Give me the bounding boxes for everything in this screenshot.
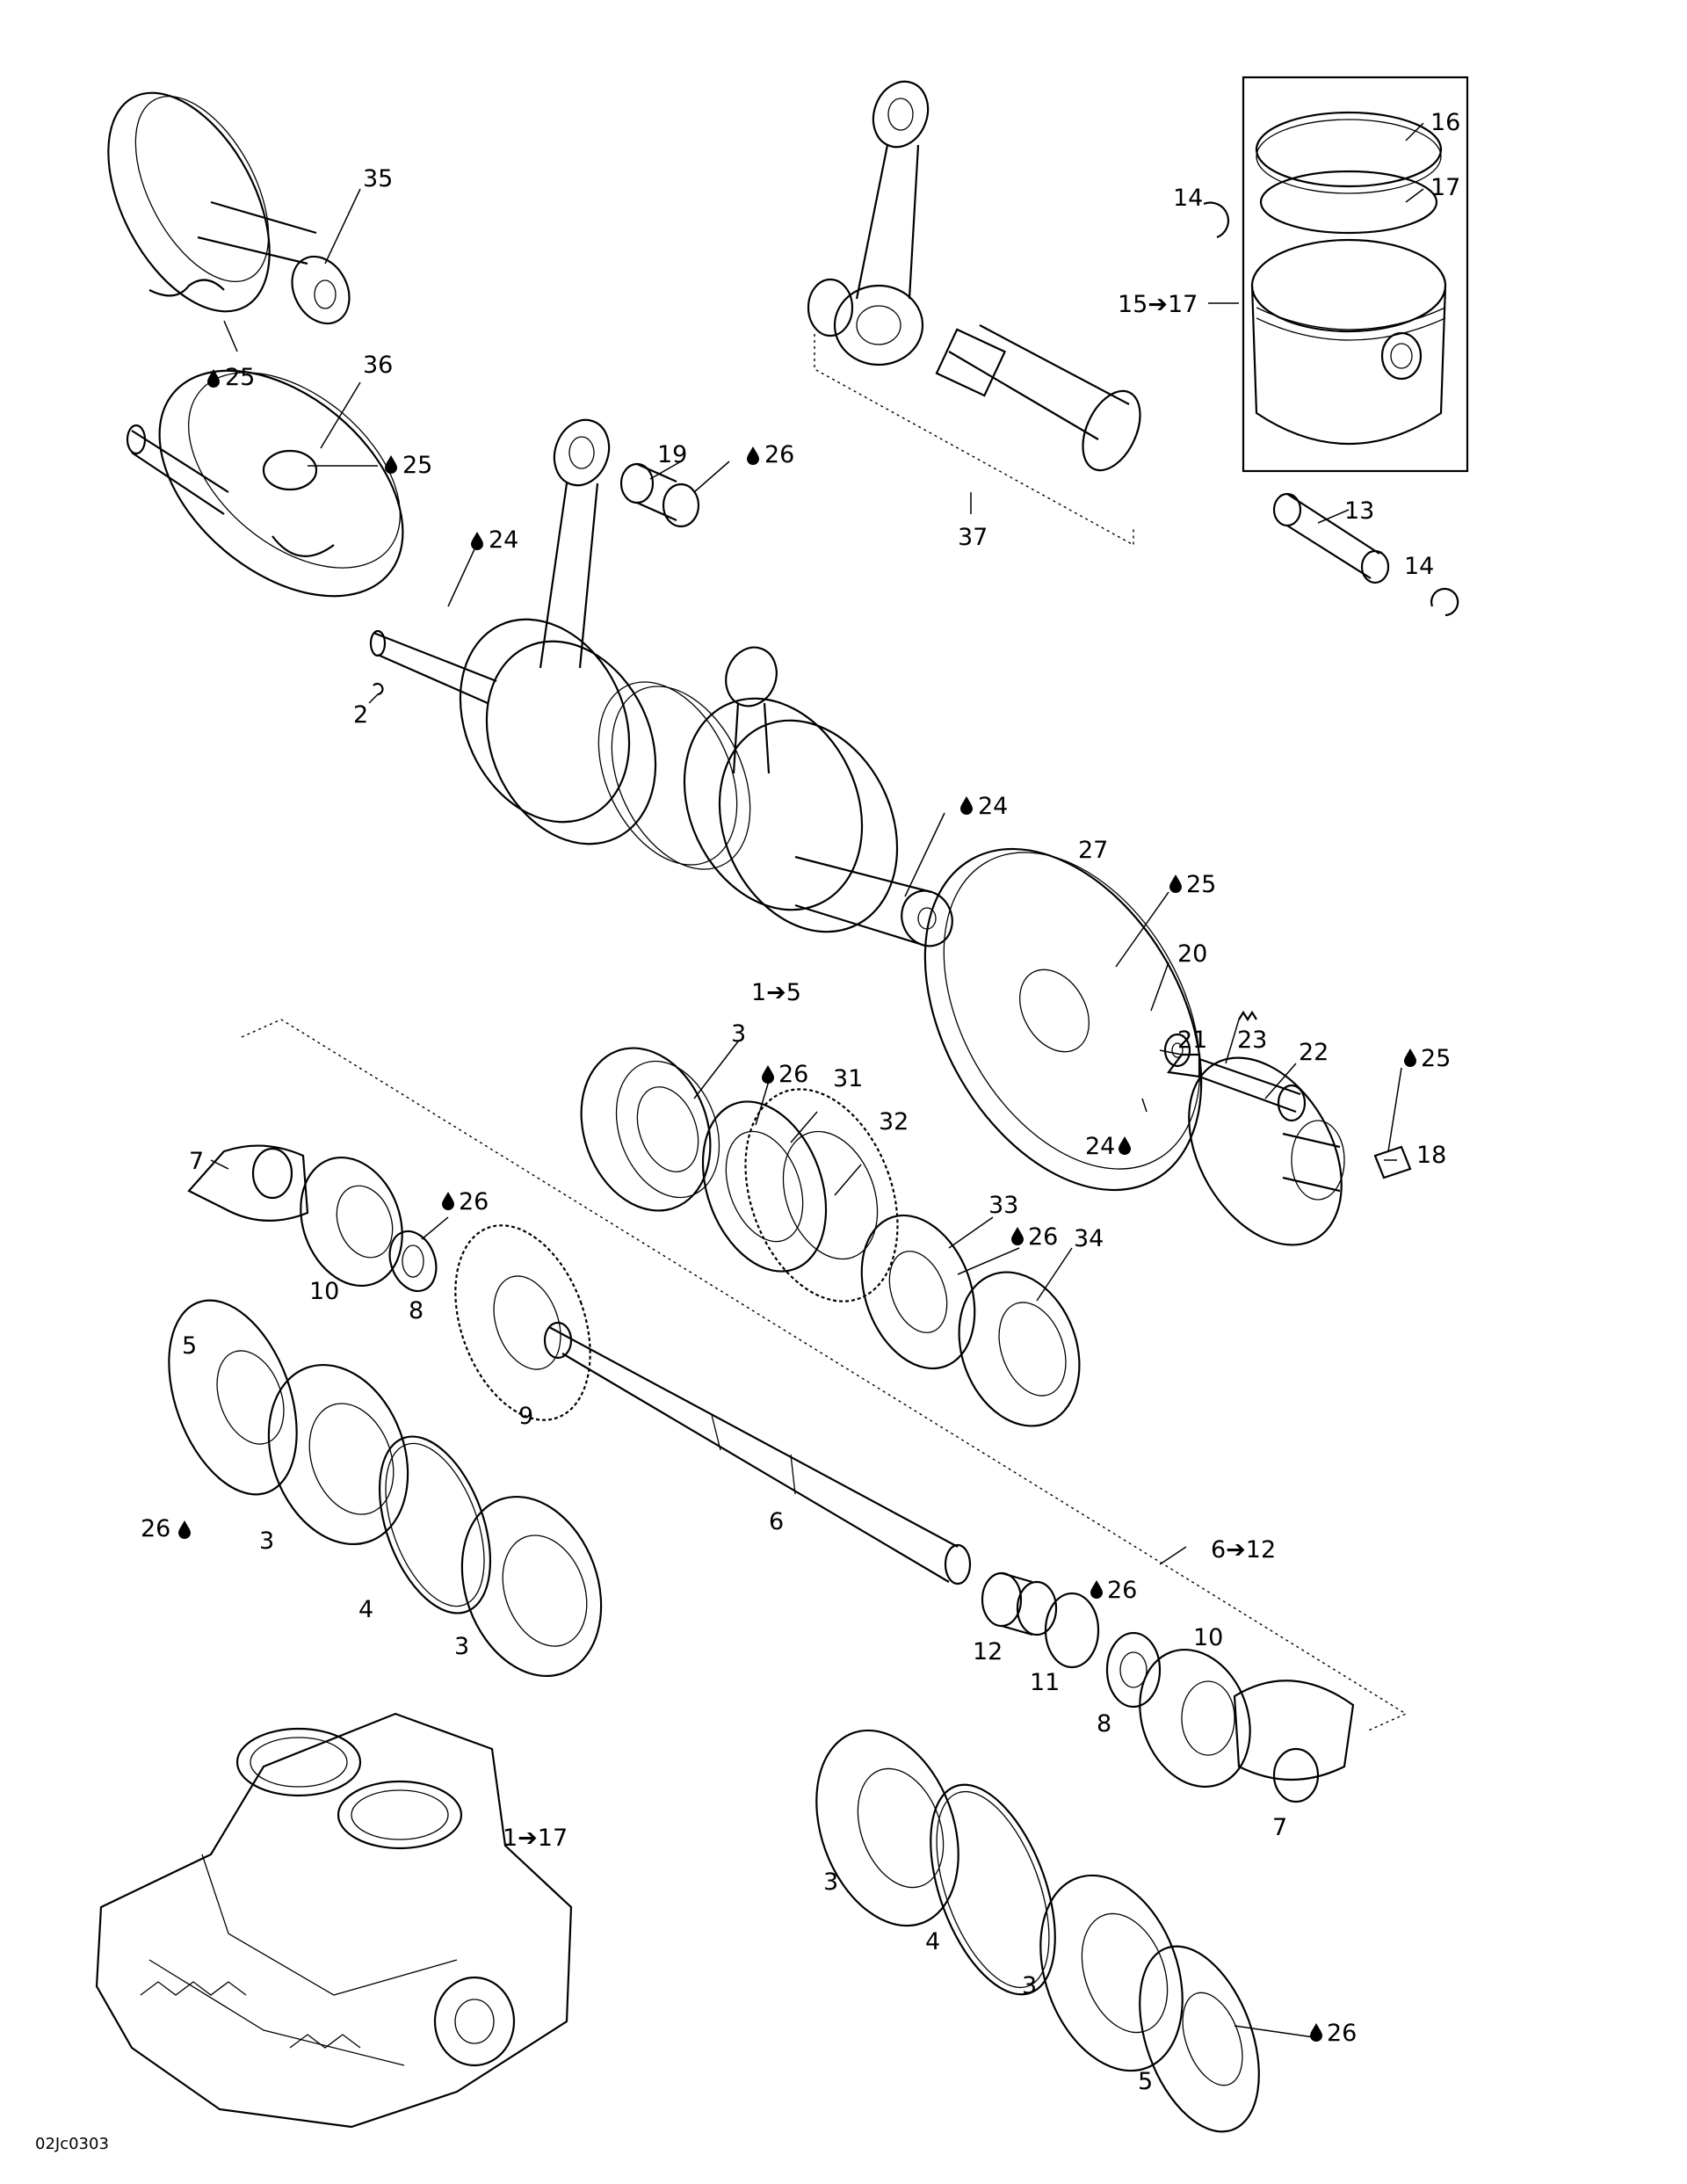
figure-code: 02Jc0303 <box>35 2135 109 2153</box>
callout-24: 24 <box>978 793 1008 820</box>
callout-10: 10 <box>309 1278 339 1305</box>
callout-6-12: 6➔12 <box>1211 1536 1276 1564</box>
oil-drop-icon <box>442 1192 454 1210</box>
callout-2: 2 <box>353 701 368 729</box>
callout-1-17: 1➔17 <box>503 1825 568 1852</box>
callout-26: 26 <box>1107 1577 1137 1604</box>
callout-25: 25 <box>402 452 432 479</box>
callout-3: 3 <box>454 1633 469 1660</box>
part-37-connecting-rod-assembly <box>807 80 1141 547</box>
callout-5: 5 <box>1138 2068 1153 2095</box>
callout-16: 16 <box>1430 109 1460 136</box>
callout-27: 27 <box>1078 837 1108 864</box>
callout-9: 9 <box>518 1403 533 1430</box>
leader-lines <box>210 122 1424 1565</box>
oil-drop-icon <box>385 455 397 474</box>
callout-24: 24 <box>1085 1133 1115 1160</box>
callout-26: 26 <box>764 441 794 468</box>
oil-drop-icon <box>747 446 759 465</box>
oil-drop-icon <box>1011 1227 1024 1245</box>
part-balance-shaft <box>454 1224 972 1585</box>
callout-37: 37 <box>958 524 988 551</box>
callout-4: 4 <box>925 1928 940 1955</box>
callout-24: 24 <box>489 526 518 554</box>
callout-26: 26 <box>1327 2020 1357 2047</box>
callout-17: 17 <box>1430 174 1460 201</box>
oil-drop-icon <box>471 532 483 550</box>
part-crankshaft <box>369 418 953 947</box>
callout-19: 19 <box>657 441 687 468</box>
callout-25: 25 <box>1421 1045 1451 1072</box>
callout-14: 14 <box>1173 185 1203 212</box>
callout-5: 5 <box>182 1332 197 1360</box>
callout-33: 33 <box>988 1192 1018 1219</box>
callout-14: 14 <box>1404 553 1434 580</box>
oil-drop-icon <box>1310 2023 1322 2042</box>
oil-drop-icon <box>762 1065 774 1084</box>
callout-34: 34 <box>1074 1225 1104 1252</box>
callout-26: 26 <box>1028 1223 1058 1251</box>
part-engine-block <box>95 1712 573 2129</box>
part-bearing-upper <box>580 1047 720 1212</box>
callout-23: 23 <box>1237 1027 1267 1054</box>
callout-4: 4 <box>358 1596 373 1623</box>
oil-drop-icon <box>1404 1048 1416 1067</box>
callout-12: 12 <box>973 1638 1003 1665</box>
callout-21: 21 <box>1177 1027 1207 1054</box>
callout-10: 10 <box>1193 1624 1223 1651</box>
callout-15-17: 15➔17 <box>1118 291 1198 318</box>
callout-26: 26 <box>459 1188 489 1215</box>
callout-labels: 35 25 36 25 24 19 26 2 37 16 17 14 15➔17… <box>35 109 1460 2153</box>
oil-drop-icon <box>960 796 973 815</box>
callout-36: 36 <box>363 352 393 379</box>
callout-22: 22 <box>1299 1039 1329 1066</box>
callout-32: 32 <box>879 1108 909 1136</box>
part-36-crank-half <box>126 369 404 598</box>
callout-18: 18 <box>1416 1142 1446 1169</box>
oil-drop-icon <box>178 1520 191 1539</box>
callout-3: 3 <box>823 1868 838 1896</box>
callout-7: 7 <box>189 1148 204 1175</box>
callout-13: 13 <box>1344 497 1374 525</box>
part-left-bearing-stack <box>168 1299 603 1678</box>
part-flywheel-assembly <box>923 847 1412 1246</box>
callout-25: 25 <box>1186 871 1216 898</box>
part-piston-group <box>1203 76 1469 617</box>
callout-11: 11 <box>1030 1669 1060 1696</box>
callout-31: 31 <box>833 1065 863 1092</box>
callout-20: 20 <box>1177 940 1207 968</box>
part-balance-shaft-frame <box>241 1019 1408 1732</box>
part-counterweight-upper <box>187 1144 438 1293</box>
oil-drop-icon <box>1119 1136 1131 1155</box>
callout-25: 25 <box>225 364 255 391</box>
part-right-shaft-end <box>981 1571 1355 1803</box>
callout-8: 8 <box>409 1297 424 1324</box>
oil-drop-icon <box>1090 1580 1103 1599</box>
callout-8: 8 <box>1097 1710 1111 1738</box>
part-right-bearing-stack <box>815 1729 1260 2133</box>
part-seal-bearing-33-34 <box>860 1214 1081 1427</box>
callout-26: 26 <box>778 1061 808 1088</box>
part-35-crank-half <box>107 91 351 325</box>
oil-drop-icon <box>1169 874 1182 893</box>
callout-6: 6 <box>769 1508 784 1535</box>
callout-1-5: 1➔5 <box>751 979 801 1006</box>
callout-3: 3 <box>259 1527 274 1555</box>
callout-7: 7 <box>1272 1814 1287 1841</box>
callout-3: 3 <box>1022 1972 1037 1999</box>
callout-3: 3 <box>731 1020 746 1048</box>
callout-26: 26 <box>141 1515 170 1542</box>
callout-35: 35 <box>363 165 393 192</box>
part-seal-gear <box>701 1088 899 1302</box>
